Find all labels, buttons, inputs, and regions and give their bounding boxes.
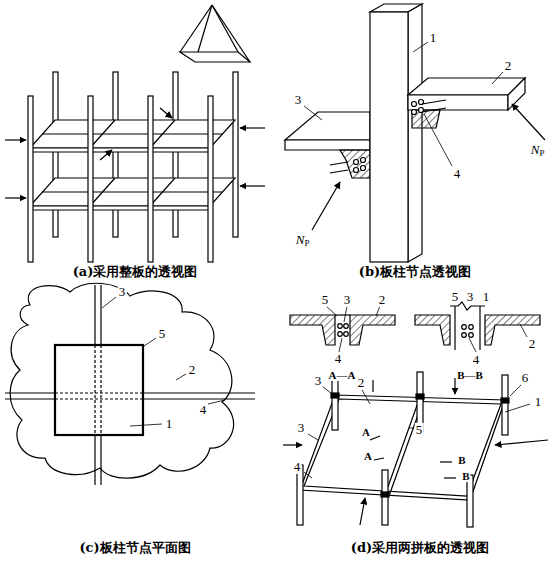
callout-number: 5 bbox=[451, 290, 460, 304]
callout-number: 2 bbox=[504, 59, 513, 73]
callout-number: 3 bbox=[343, 293, 352, 307]
callout-number: 4 bbox=[199, 403, 208, 417]
figure-caption: (a)采用整板的透视图 bbox=[72, 265, 199, 279]
callout-number: 1 bbox=[165, 417, 174, 431]
force-symbol: N bbox=[530, 143, 541, 157]
callout-number: 5 bbox=[415, 423, 424, 437]
callout-number: 6 bbox=[521, 371, 530, 385]
split-slab-view bbox=[283, 302, 548, 527]
force-symbol: N bbox=[295, 233, 306, 247]
callout-number: 3 bbox=[297, 421, 306, 435]
callout-number: 4 bbox=[453, 167, 462, 181]
section-mark: B bbox=[457, 454, 466, 466]
section-mark: A bbox=[363, 450, 373, 462]
callout-number: 1 bbox=[429, 31, 438, 45]
callout-number: 5 bbox=[321, 293, 330, 307]
callout-number: 3 bbox=[466, 290, 475, 304]
callout-number: 5 bbox=[158, 327, 167, 341]
section-mark: B bbox=[461, 470, 470, 482]
force-subscript: P bbox=[303, 239, 310, 249]
callout-number: 4 bbox=[293, 460, 302, 474]
force-subscript: P bbox=[538, 149, 545, 159]
joint-plan bbox=[5, 283, 255, 485]
callout-number: 2 bbox=[528, 337, 537, 351]
joint-perspective bbox=[285, 4, 545, 262]
callout-number: 1 bbox=[482, 290, 491, 304]
callout-number: 2 bbox=[357, 376, 366, 390]
callout-number: 4 bbox=[334, 352, 343, 366]
callout-number: 3 bbox=[294, 93, 303, 107]
section-label: B—B bbox=[456, 369, 484, 381]
figure-caption: (b)板柱节点透视图 bbox=[358, 265, 472, 279]
figure-caption: (d)采用两拼板的透视图 bbox=[350, 541, 490, 555]
section-label: A—A bbox=[328, 369, 357, 381]
callout-number: 3 bbox=[314, 374, 323, 388]
callout-number: 2 bbox=[188, 363, 197, 377]
callout-number: 2 bbox=[378, 293, 387, 307]
section-mark: A bbox=[361, 426, 371, 438]
figure-caption: (c)板柱节点平面图 bbox=[78, 541, 191, 555]
callout-number: 1 bbox=[534, 395, 543, 409]
callout-number: 4 bbox=[472, 353, 481, 367]
whole-slab-view bbox=[5, 5, 265, 262]
callout-number: 3 bbox=[118, 285, 127, 299]
